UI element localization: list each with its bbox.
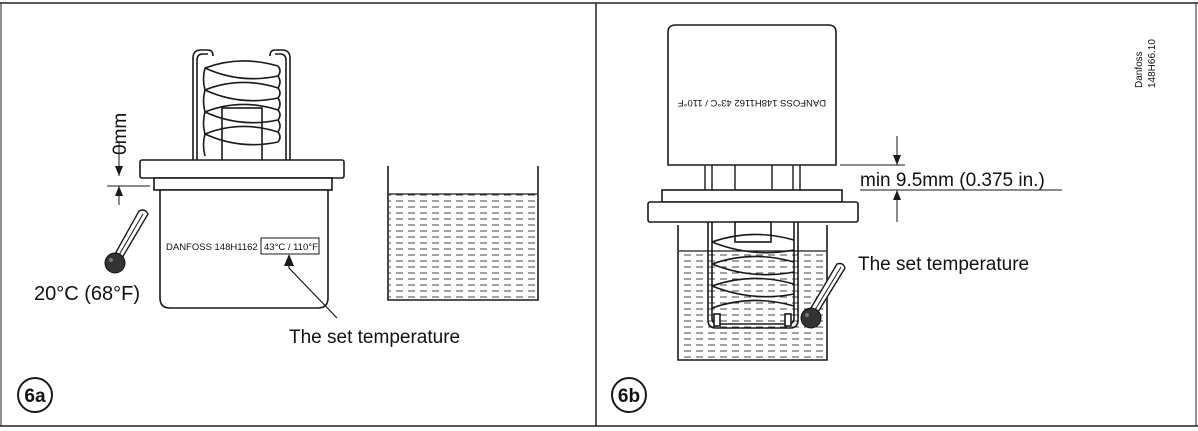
callout-label-b: The set temperature (858, 254, 1029, 275)
badge-6b: 6b (611, 377, 647, 413)
document-code: Danfoss 148H66.10 (1134, 39, 1158, 88)
callout-label-a: The set temperature (289, 327, 460, 348)
liquid-tank (677, 225, 828, 361)
code-line-2: 148H66.10 (1147, 39, 1158, 88)
flange-b (647, 189, 859, 223)
min-gap-dimension: min 9.5mm (0.375 in.) (840, 136, 1062, 222)
spring-b (707, 221, 799, 329)
panel-6b: DANFOSS 148H1162 43°C / 110°F (611, 24, 1158, 413)
set-temperature-callout-a: The set temperature (284, 254, 460, 348)
dimension-label-b: min 9.5mm (0.375 in.) (860, 170, 1045, 191)
setting-text: 43°C / 110°F (264, 242, 318, 253)
thermometer-icon (104, 209, 149, 274)
code-line-1: Danfoss (1134, 51, 1145, 88)
temperature-label: 20°C (68°F) (34, 283, 140, 305)
housing-text: DANFOSS 148H1162 (166, 242, 258, 253)
flange (139, 159, 345, 191)
zero-mm-dimension: 0mm (107, 113, 150, 205)
badge-6a-label: 6a (24, 386, 46, 407)
badge-6a: 6a (17, 377, 53, 413)
spring-cage (192, 49, 291, 164)
housing-text-b: DANFOSS 148H1162 43°C / 110°F (678, 97, 826, 108)
actuator-housing: DANFOSS 148H1162 43°C / 110°F (667, 24, 837, 166)
panel-6a: DANFOSS 148H1162 43°C / 110°F The set te… (17, 49, 539, 413)
dimension-label-a: 0mm (110, 113, 131, 155)
thermometer-icon-b (800, 262, 846, 329)
badge-6b-label: 6b (618, 386, 640, 407)
connecting-rods (704, 165, 801, 190)
water-bath (387, 166, 539, 301)
sensor-housing: DANFOSS 148H1162 43°C / 110°F (159, 189, 329, 309)
setting-box (260, 237, 320, 255)
